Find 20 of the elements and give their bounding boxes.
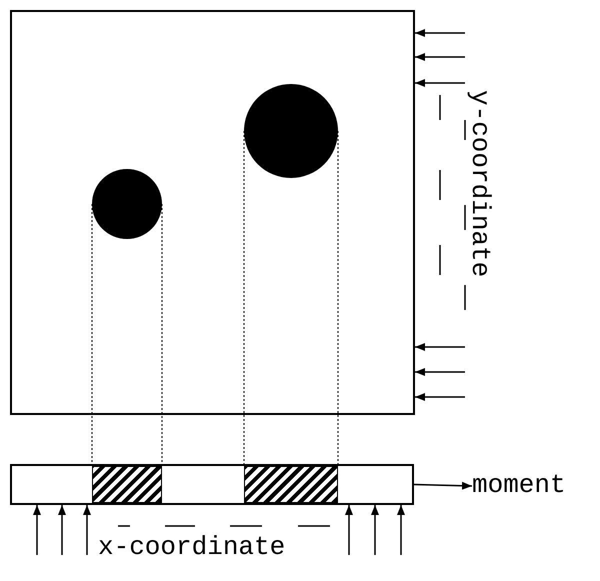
output-label: moment	[472, 472, 566, 498]
axis-label: y-coordinate	[467, 90, 493, 278]
frame-box	[10, 10, 415, 415]
arrow	[415, 29, 465, 37]
arrow	[33, 505, 41, 555]
arrow	[58, 505, 66, 555]
arrow	[345, 505, 353, 555]
hatched-segment	[244, 466, 338, 503]
frame-box	[10, 464, 414, 505]
arrow	[83, 505, 91, 555]
arrow	[414, 482, 472, 490]
arrow	[415, 343, 465, 351]
hatched-segment	[92, 466, 162, 503]
arrow	[397, 505, 405, 555]
arrow	[415, 53, 465, 61]
arrow	[415, 393, 465, 401]
axis-label: x-coordinate	[98, 534, 286, 560]
arrow	[415, 79, 465, 87]
arrow	[371, 505, 379, 555]
arrow	[415, 368, 465, 376]
